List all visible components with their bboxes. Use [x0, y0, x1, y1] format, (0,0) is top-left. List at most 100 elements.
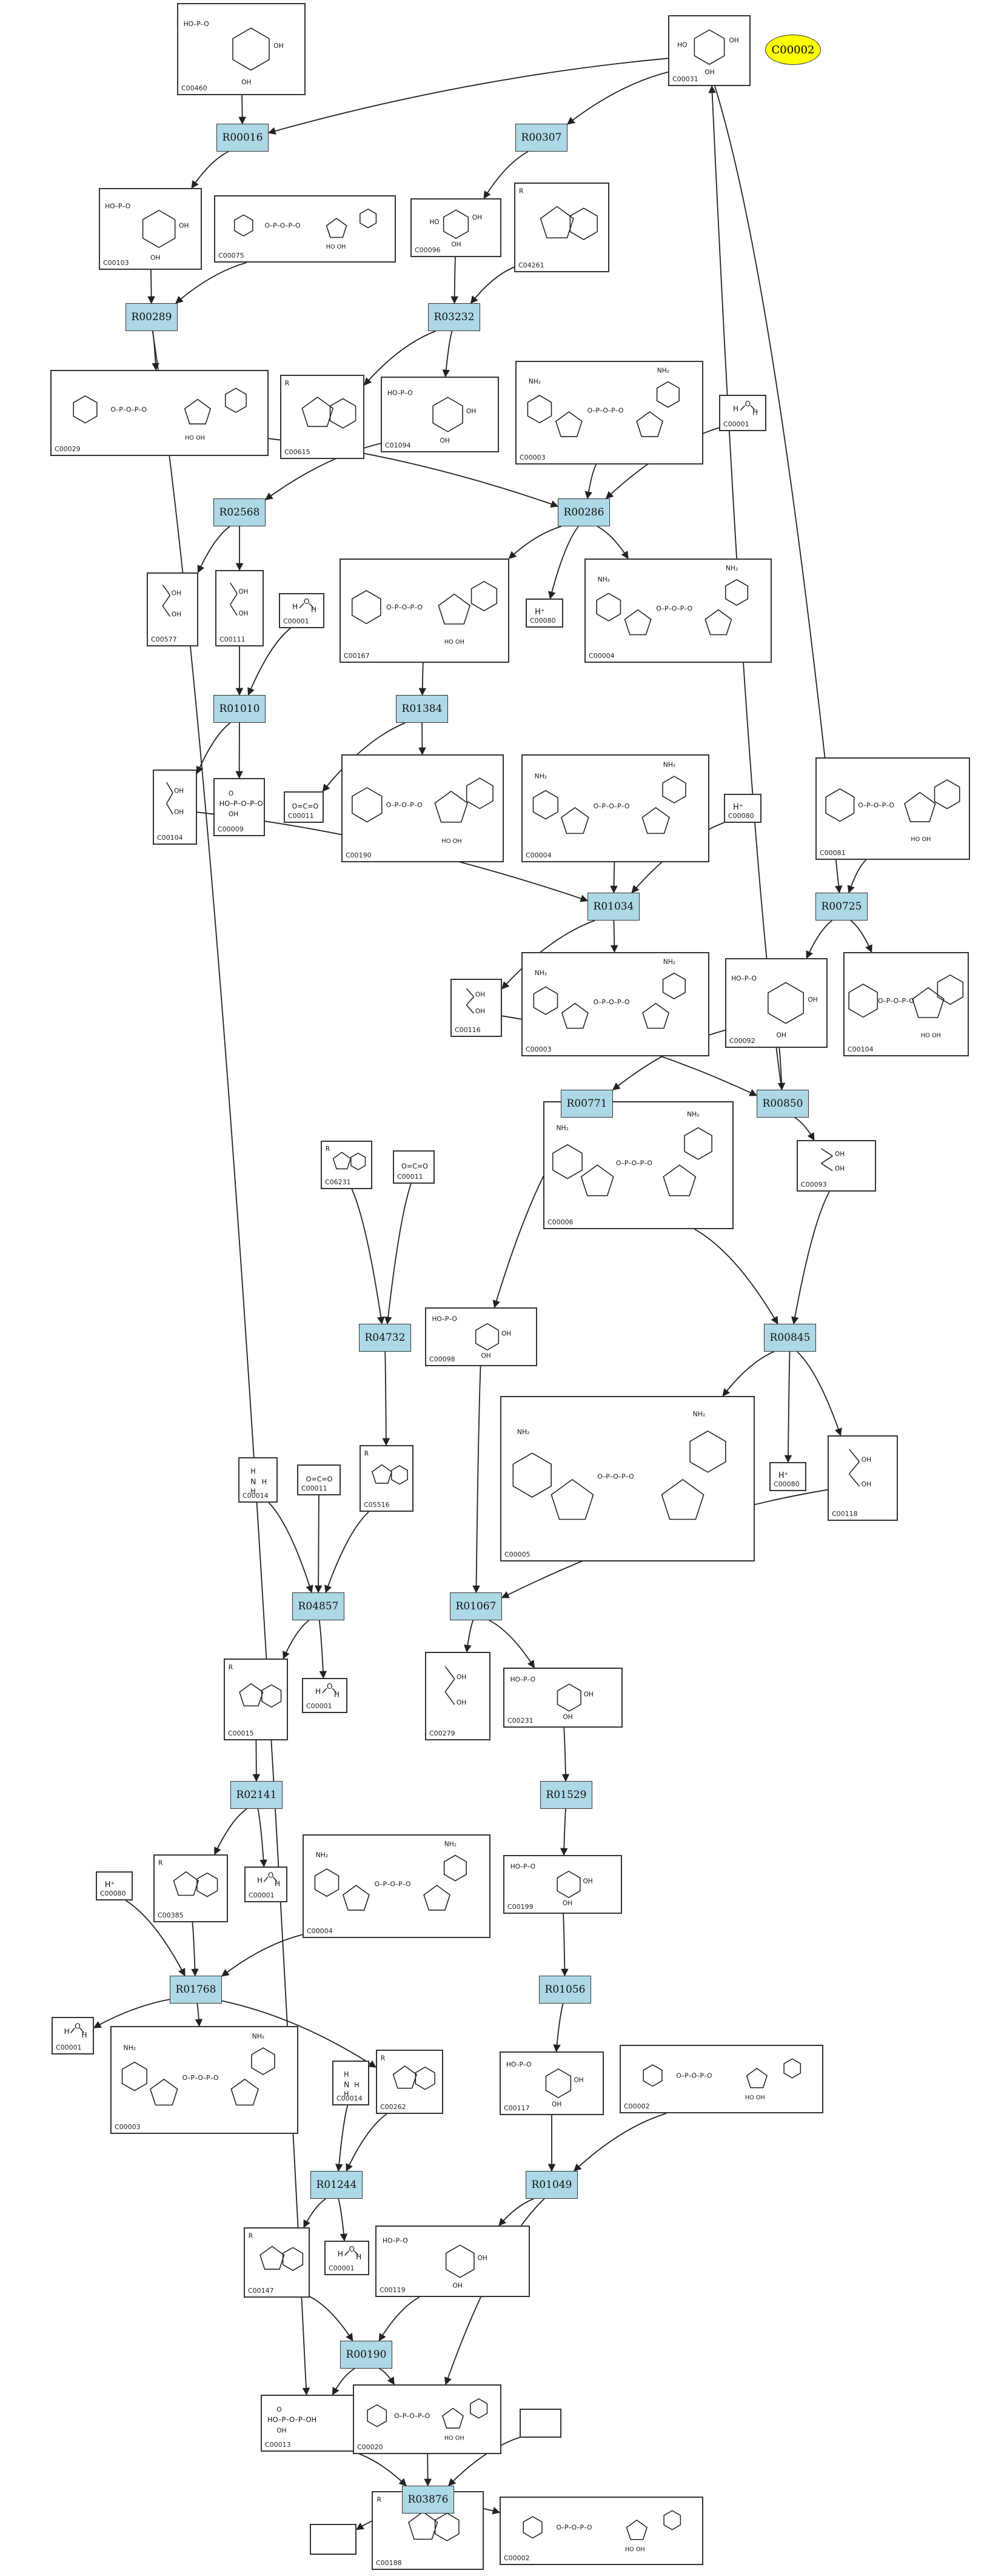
compound-node[interactable]: H⁺C00080	[96, 1871, 133, 1900]
reaction-node-r02141[interactable]: R02141	[230, 1781, 283, 1809]
compound-node[interactable]: H⁺C00080	[724, 794, 761, 823]
svg-text:NH₂: NH₂	[657, 367, 669, 375]
reaction-node-r00289[interactable]: R00289	[126, 303, 178, 331]
compound-id-label: C00119	[380, 2286, 406, 2294]
structure-icon: O–P–O–P–OHO OH	[233, 208, 377, 250]
reaction-node-r00850[interactable]: R00850	[757, 1090, 809, 1118]
reaction-node-r00307[interactable]: R00307	[515, 124, 567, 152]
svg-text:O: O	[268, 1871, 274, 1880]
reaction-node-r01010[interactable]: R01010	[213, 695, 266, 723]
structure-icon: HOH	[733, 400, 758, 417]
reaction-node-r04857[interactable]: R04857	[292, 1592, 344, 1620]
compound-id-label: C00029	[55, 445, 81, 453]
structure-icon: R	[377, 2496, 460, 2541]
reaction-node-r00771[interactable]: R00771	[561, 1090, 613, 1118]
svg-text:H⁺: H⁺	[778, 1471, 788, 1480]
svg-text:HO OH: HO OH	[441, 838, 461, 845]
reaction-node-r01056[interactable]: R01056	[539, 1976, 591, 2004]
reaction-node-r01034[interactable]: R01034	[587, 893, 640, 921]
reaction-node-r03876[interactable]: R03876	[402, 2486, 454, 2514]
reaction-node-r02568[interactable]: R02568	[213, 498, 266, 526]
svg-text:H: H	[338, 2250, 343, 2258]
reaction-node-r01768[interactable]: R01768	[170, 1976, 222, 2004]
reaction-node-r00286[interactable]: R00286	[558, 498, 610, 526]
reaction-node-r01067[interactable]: R01067	[450, 1592, 502, 1620]
reaction-node-r00016[interactable]: R00016	[216, 124, 269, 152]
svg-text:OH: OH	[729, 36, 739, 44]
reaction-node-r00725[interactable]: R00725	[815, 893, 868, 921]
reaction-node-r01384[interactable]: R01384	[396, 695, 448, 723]
reaction-node-r03232[interactable]: R03232	[428, 303, 480, 331]
reaction-node-r00190[interactable]: R00190	[340, 2341, 392, 2369]
compound-placeholder[interactable]	[520, 2409, 561, 2438]
reaction-node-r00845[interactable]: R00845	[764, 1324, 816, 1352]
query-compound-node[interactable]: C00002	[765, 35, 821, 65]
reaction-node-r01049[interactable]: R01049	[526, 2171, 578, 2199]
compound-id-label: C00011	[301, 1484, 327, 1492]
reaction-node-r01244[interactable]: R01244	[310, 2171, 363, 2199]
compound-node[interactable]: H⁺C00080	[769, 1462, 806, 1491]
compound-node[interactable]: H⁺C00080	[526, 599, 563, 628]
reaction-node-r04732[interactable]: R04732	[359, 1324, 411, 1352]
compound-placeholder[interactable]	[310, 2524, 356, 2555]
reaction-node-r01529[interactable]: R01529	[540, 1781, 592, 1809]
